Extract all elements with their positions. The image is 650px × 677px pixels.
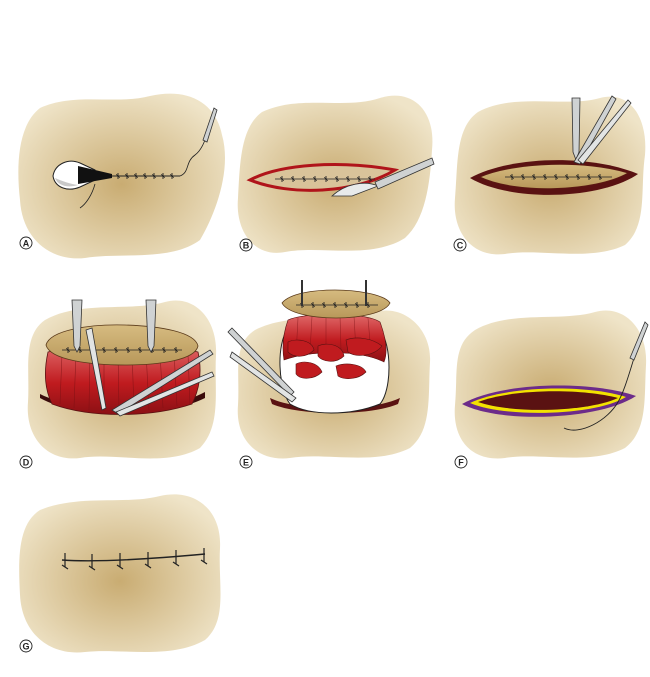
panel-label-f: F bbox=[454, 455, 468, 469]
panel-label-a: A bbox=[19, 236, 33, 250]
cyst-shading bbox=[55, 178, 78, 187]
suture-line bbox=[112, 172, 180, 180]
svg-text:G: G bbox=[22, 642, 29, 652]
scalpel-icon bbox=[330, 157, 435, 197]
closed-suture-line bbox=[61, 548, 208, 571]
cyst-neck bbox=[78, 166, 112, 184]
forceps-icon bbox=[571, 97, 581, 162]
skin-flap bbox=[45, 324, 199, 366]
svg-text:A: A bbox=[23, 239, 30, 249]
scissors-icon bbox=[573, 95, 632, 165]
skin-flap bbox=[281, 289, 391, 319]
suture-line bbox=[505, 173, 612, 181]
panel-e: E bbox=[227, 280, 431, 469]
suture-tail bbox=[79, 183, 96, 209]
skin-patch bbox=[454, 310, 647, 459]
suture-line bbox=[62, 346, 182, 354]
panel-g: G bbox=[19, 494, 221, 653]
forceps-icon bbox=[145, 299, 157, 353]
panel-d: D bbox=[19, 299, 217, 469]
svg-text:D: D bbox=[23, 458, 30, 468]
curved-needle-icon bbox=[563, 351, 637, 431]
svg-text:F: F bbox=[458, 458, 464, 468]
scissors-icon bbox=[111, 349, 215, 417]
needle-holder-icon bbox=[629, 321, 649, 361]
suture-line bbox=[296, 301, 378, 309]
panel-label-b: B bbox=[239, 238, 253, 252]
excised-skin-ellipse bbox=[479, 163, 630, 189]
panel-label-g: G bbox=[19, 639, 33, 653]
suture-line bbox=[275, 175, 375, 183]
svg-text:E: E bbox=[243, 458, 249, 468]
panel-label-d: D bbox=[19, 455, 33, 469]
skin-patch bbox=[19, 494, 221, 653]
panel-c: C bbox=[453, 95, 646, 255]
panel-f: F bbox=[454, 310, 649, 469]
tissue-patches bbox=[287, 337, 383, 379]
forceps-icon bbox=[71, 299, 83, 353]
needle-holder-icon bbox=[202, 107, 218, 143]
scissors-icon bbox=[227, 327, 297, 403]
wound-inner-dark bbox=[478, 391, 618, 410]
svg-text:C: C bbox=[457, 241, 464, 251]
forceps-icon bbox=[85, 327, 107, 411]
panel-label-c: C bbox=[453, 238, 467, 252]
svg-text:B: B bbox=[243, 241, 250, 251]
panel-label-e: E bbox=[239, 455, 253, 469]
panel-b: B bbox=[237, 95, 435, 253]
panel-a: A bbox=[18, 93, 225, 259]
